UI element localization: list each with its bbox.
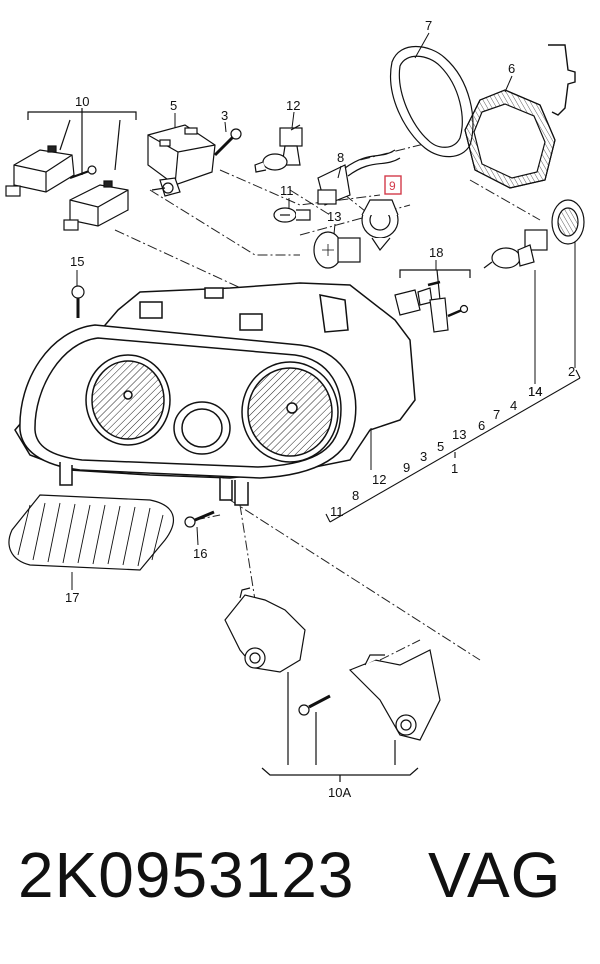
part-4-clip <box>548 44 576 116</box>
part-17-lens-cover <box>8 494 174 571</box>
part-13-bulb <box>313 231 361 269</box>
seq-11: 11 <box>330 504 344 519</box>
part-11-bulb <box>273 207 311 223</box>
callout-6: 6 <box>508 61 515 76</box>
seq-4: 4 <box>510 398 517 413</box>
part-number: 2K0953123 <box>18 839 355 911</box>
part-7-gasket <box>390 46 474 158</box>
callout-12: 12 <box>286 98 300 113</box>
brand-name: VAG <box>428 839 562 911</box>
callout-16: 16 <box>193 546 207 561</box>
callout-5: 5 <box>170 98 177 113</box>
callout-stubs <box>71 32 576 590</box>
sequence-bracket <box>325 369 581 523</box>
seq-3: 3 <box>420 449 427 464</box>
seq-6: 6 <box>478 418 485 433</box>
callout-10a: 10A <box>328 785 351 800</box>
callout-10: 10 <box>75 94 89 109</box>
part-10a-brackets <box>224 587 441 782</box>
callout-8: 8 <box>337 150 344 165</box>
sequence-labels: 11 8 12 9 3 5 13 6 7 4 14 2 1 <box>330 364 575 519</box>
part-18-brackets <box>394 269 471 333</box>
callout-3: 3 <box>221 108 228 123</box>
callout-18: 18 <box>429 245 443 260</box>
part-5-actuator <box>147 124 216 197</box>
seq-1: 1 <box>451 461 458 476</box>
part-3-screw <box>213 128 242 157</box>
part-10-sockets <box>5 108 137 231</box>
callout-9-box <box>384 175 402 195</box>
part-12-bulb <box>254 124 303 173</box>
callout-13: 13 <box>327 209 341 224</box>
exploded-parts-diagram: 7 6 10 5 3 12 8 11 13 18 15 14 17 16 10A… <box>5 18 585 800</box>
seq-2: 2 <box>568 364 575 379</box>
part-6-cover <box>464 89 556 189</box>
callout-15: 15 <box>70 254 84 269</box>
headlamp-housing <box>14 282 416 506</box>
seq-5: 5 <box>437 439 444 454</box>
seq-14: 14 <box>528 384 542 399</box>
seq-9: 9 <box>403 460 410 475</box>
part-2-cap <box>551 199 585 245</box>
callout-17: 17 <box>65 590 79 605</box>
callout-7: 7 <box>425 18 432 33</box>
part-15-screw <box>71 285 85 318</box>
callout-11: 11 <box>280 183 294 198</box>
seq-13: 13 <box>452 427 466 442</box>
part-9-holder <box>361 199 399 252</box>
part-14-bulb <box>483 229 548 269</box>
part-16-screw <box>184 510 215 528</box>
seq-7: 7 <box>493 407 500 422</box>
callout-9: 9 <box>389 179 396 193</box>
seq-12: 12 <box>372 472 386 487</box>
seq-8: 8 <box>352 488 359 503</box>
callout-14: 14 <box>528 384 542 399</box>
part-8-wire-socket <box>317 149 401 206</box>
callout-labels: 7 6 10 5 3 12 8 11 13 18 15 14 17 16 10A… <box>65 18 542 800</box>
